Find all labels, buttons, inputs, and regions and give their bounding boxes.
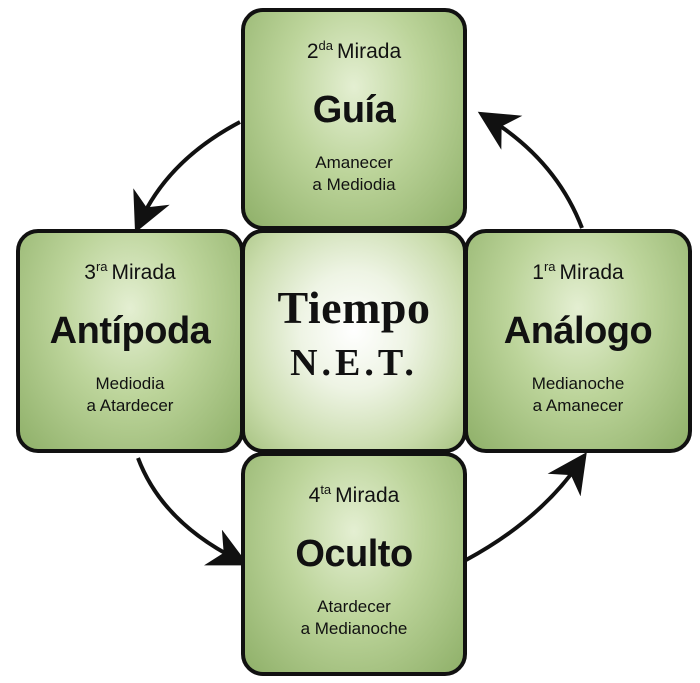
center-title: Tiempo (277, 282, 431, 333)
center-box: Tiempo N.E.T. (241, 229, 467, 453)
time-range: Amanecer a Mediodia (312, 153, 396, 194)
time-range: Mediodia a Atardecer (86, 374, 174, 415)
arrow-guia-to-antipoda (133, 120, 241, 233)
box-title: Análogo (503, 310, 653, 352)
box-title: Antípoda (49, 310, 211, 352)
arrow-oculto-to-analogo (465, 452, 587, 562)
arrow-analogo-to-guia (477, 111, 584, 229)
center-subtitle: N.E.T. (290, 342, 418, 384)
time-range: Atardecer a Medianoche (300, 597, 408, 638)
box-title: Oculto (295, 533, 413, 575)
arrow-antipoda-to-oculto (136, 457, 249, 566)
time-range: Medianoche a Amanecer (531, 374, 625, 415)
box-title: Guía (312, 89, 396, 131)
